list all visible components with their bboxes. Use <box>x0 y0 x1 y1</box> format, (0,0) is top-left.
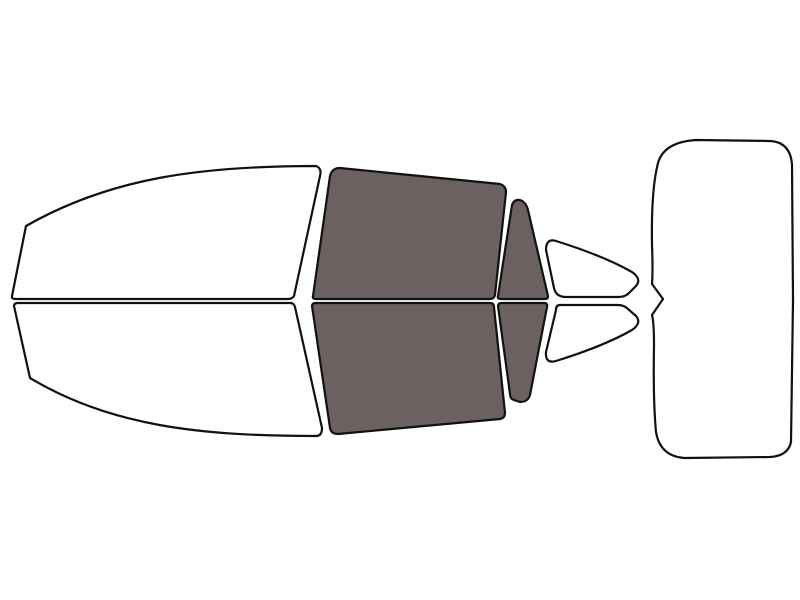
rear-door-lower-pane[interactable] <box>496 301 549 404</box>
rear-door-upper-pane[interactable] <box>496 198 550 301</box>
front-door-upper-pane[interactable] <box>311 166 508 301</box>
windshield-lower-pane[interactable] <box>12 301 324 438</box>
windshield-upper-pane[interactable] <box>10 164 322 301</box>
quarter-glass-upper-pane[interactable] <box>544 239 640 299</box>
quarter-glass-lower-pane[interactable] <box>544 303 640 363</box>
front-door-lower-pane[interactable] <box>310 301 507 436</box>
rear-window-pane[interactable] <box>650 138 795 460</box>
